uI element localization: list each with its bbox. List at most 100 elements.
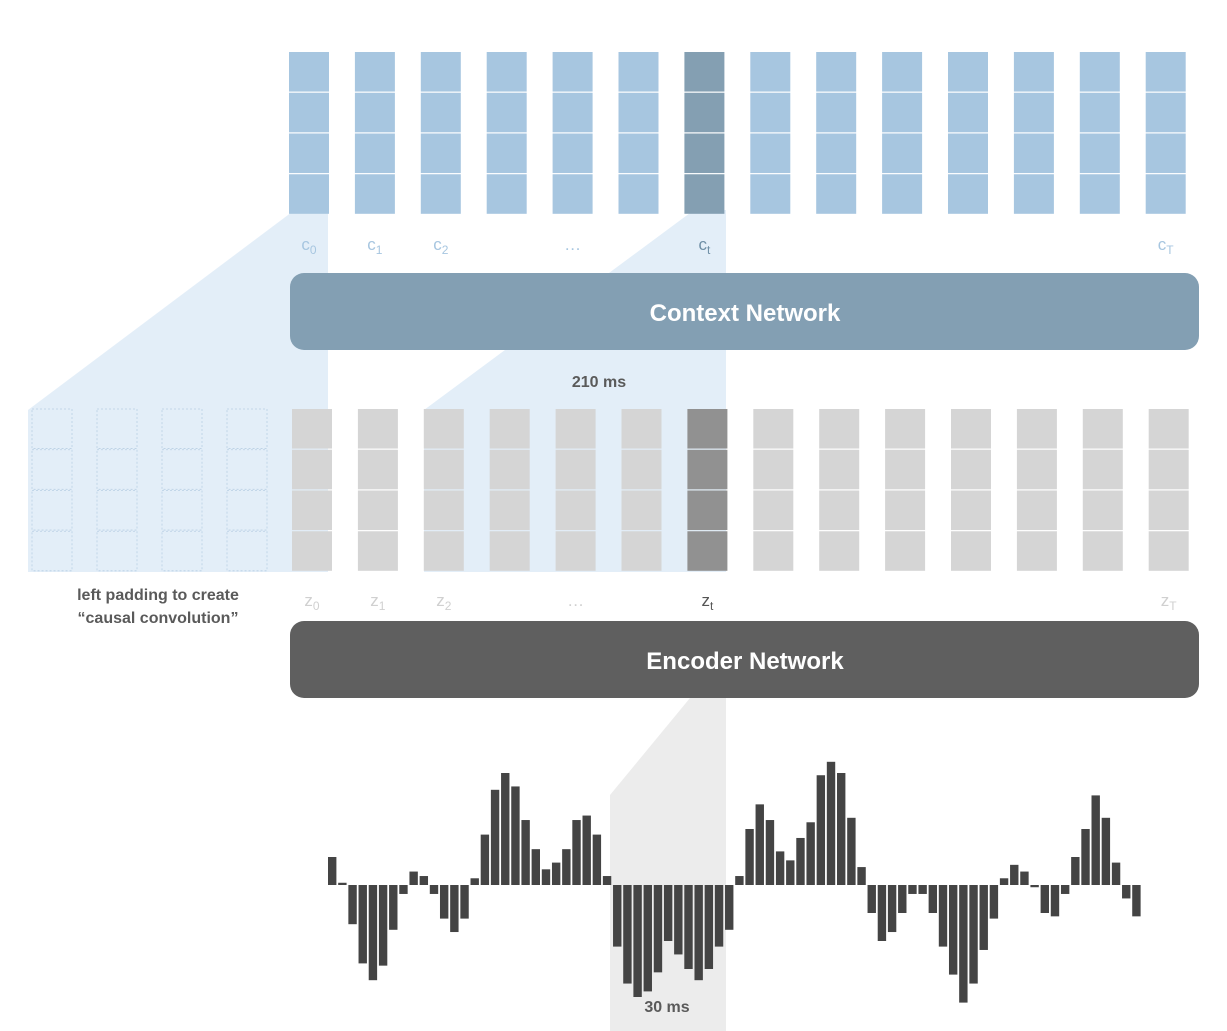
latent-label-0: z0 bbox=[304, 591, 320, 613]
latent-vector-3-cell bbox=[489, 449, 530, 490]
waveform-bar bbox=[816, 775, 826, 885]
context-vector-12 bbox=[1079, 52, 1120, 214]
latent-vector-6 bbox=[687, 409, 728, 571]
waveform-bar bbox=[837, 773, 846, 885]
context-vector-2-cell bbox=[420, 174, 461, 214]
waveform-bar bbox=[725, 885, 734, 930]
waveform-bar bbox=[358, 885, 367, 964]
waveform-bar bbox=[460, 885, 469, 919]
waveform-bar bbox=[714, 885, 724, 947]
context-vector-7 bbox=[750, 52, 791, 214]
context-vector-12-cell bbox=[1079, 174, 1120, 214]
waveform-bar bbox=[684, 885, 693, 969]
waveform-bar bbox=[1091, 795, 1100, 885]
latent-vector-8 bbox=[819, 409, 860, 571]
latent-vector-8-cell bbox=[819, 490, 860, 531]
latent-vector-11-cell bbox=[1016, 531, 1057, 571]
latent-vector-4 bbox=[555, 409, 596, 571]
context-vector-5-cell bbox=[618, 133, 659, 174]
context-vector-0-cell bbox=[289, 52, 329, 92]
context-vector-9-cell bbox=[882, 174, 923, 214]
waveform-bar bbox=[511, 786, 520, 885]
waveform-bar bbox=[439, 885, 449, 919]
waveform-bar bbox=[470, 878, 479, 885]
context-vector-10-cell bbox=[948, 133, 988, 174]
latent-vector-6-cell bbox=[687, 490, 728, 531]
latent-vector-3-cell bbox=[489, 409, 530, 449]
context-vector-4-cell bbox=[552, 133, 593, 174]
latent-vector-4-cell bbox=[555, 531, 596, 571]
latent-vector-12-cell bbox=[1082, 449, 1123, 490]
context-vector-10-cell bbox=[948, 52, 988, 92]
context-vector-3-cell bbox=[486, 133, 527, 174]
padding-vector-1-cell bbox=[96, 408, 138, 449]
context-vector-11-cell bbox=[1013, 92, 1054, 133]
context-vector-13 bbox=[1145, 52, 1186, 214]
padding-vector-3 bbox=[226, 408, 268, 572]
waveform-bar bbox=[745, 829, 754, 885]
context-vector-4 bbox=[552, 52, 593, 214]
latent-vector-13 bbox=[1148, 409, 1189, 571]
latent-vector-10-cell bbox=[951, 409, 991, 449]
waveform-bar bbox=[694, 885, 703, 981]
padding-vector-2-cell bbox=[161, 490, 203, 531]
context-vector-9-cell bbox=[882, 133, 923, 174]
latent-vector-5-cell bbox=[621, 409, 662, 449]
latent-vector-11-cell bbox=[1016, 449, 1057, 490]
context-vector-6-cell bbox=[684, 92, 725, 133]
context-vector-9-cell bbox=[882, 52, 923, 92]
latent-vector-6-cell bbox=[687, 449, 728, 490]
context-label-13: cT bbox=[1158, 235, 1175, 257]
waveform-bar bbox=[1101, 817, 1111, 885]
latent-vector-10 bbox=[951, 409, 991, 571]
context-vector-4-cell bbox=[552, 174, 593, 214]
latent-label-1: z1 bbox=[370, 591, 386, 613]
context-vector-11-cell bbox=[1013, 133, 1054, 174]
padding-vector-1-cell bbox=[96, 530, 138, 572]
waveform-bar bbox=[399, 885, 408, 894]
latent-vector-3 bbox=[489, 409, 530, 571]
context-vector-8-cell bbox=[816, 133, 857, 174]
latent-vector-5 bbox=[621, 409, 662, 571]
context-vector-2 bbox=[420, 52, 461, 214]
context-label-4: … bbox=[564, 235, 581, 254]
context-vector-12-cell bbox=[1079, 92, 1120, 133]
latent-vector-6-cell bbox=[687, 531, 728, 571]
context-vector-1-cell bbox=[354, 133, 395, 174]
waveform-bar bbox=[1111, 862, 1121, 885]
latent-vector-4-cell bbox=[555, 449, 596, 490]
waveform-bar bbox=[1132, 885, 1141, 917]
waveform-bar bbox=[378, 885, 388, 966]
context-vector-0-cell bbox=[289, 92, 329, 133]
latent-vector-10-cell bbox=[951, 531, 991, 571]
waveform-bar bbox=[847, 817, 856, 885]
latent-vector-0-cell bbox=[292, 409, 332, 449]
waveform-bar bbox=[857, 867, 866, 885]
latent-vector-2 bbox=[423, 409, 464, 571]
context-vector-10-cell bbox=[948, 174, 988, 214]
waveform-bar bbox=[450, 885, 459, 933]
waveform-bar bbox=[948, 885, 958, 975]
context-vector-0-cell bbox=[289, 133, 329, 174]
context-vector-3-cell bbox=[486, 92, 527, 133]
encoder-network-block: Encoder Network bbox=[290, 621, 1199, 698]
latent-vector-11-cell bbox=[1016, 490, 1057, 531]
waveform-bar bbox=[613, 885, 622, 947]
waveform-bar bbox=[490, 789, 500, 885]
waveform-bar bbox=[918, 885, 927, 894]
context-vector-12-cell bbox=[1079, 133, 1120, 174]
latent-vector-2-cell bbox=[423, 449, 464, 490]
waveform-bar bbox=[592, 834, 602, 885]
context-vector-8 bbox=[816, 52, 857, 214]
context-vector-1-cell bbox=[354, 92, 395, 133]
latent-vector-0 bbox=[292, 409, 332, 571]
padding-note-line-1: left padding to create bbox=[77, 587, 239, 604]
waveform-bar bbox=[531, 849, 540, 885]
context-vector-6 bbox=[684, 52, 725, 214]
latent-vector-11 bbox=[1016, 409, 1057, 571]
waveform-bar bbox=[806, 822, 815, 885]
latent-label-2: z2 bbox=[436, 591, 452, 613]
latent-vector-7-cell bbox=[753, 531, 794, 571]
latent-vector-7-cell bbox=[753, 409, 794, 449]
